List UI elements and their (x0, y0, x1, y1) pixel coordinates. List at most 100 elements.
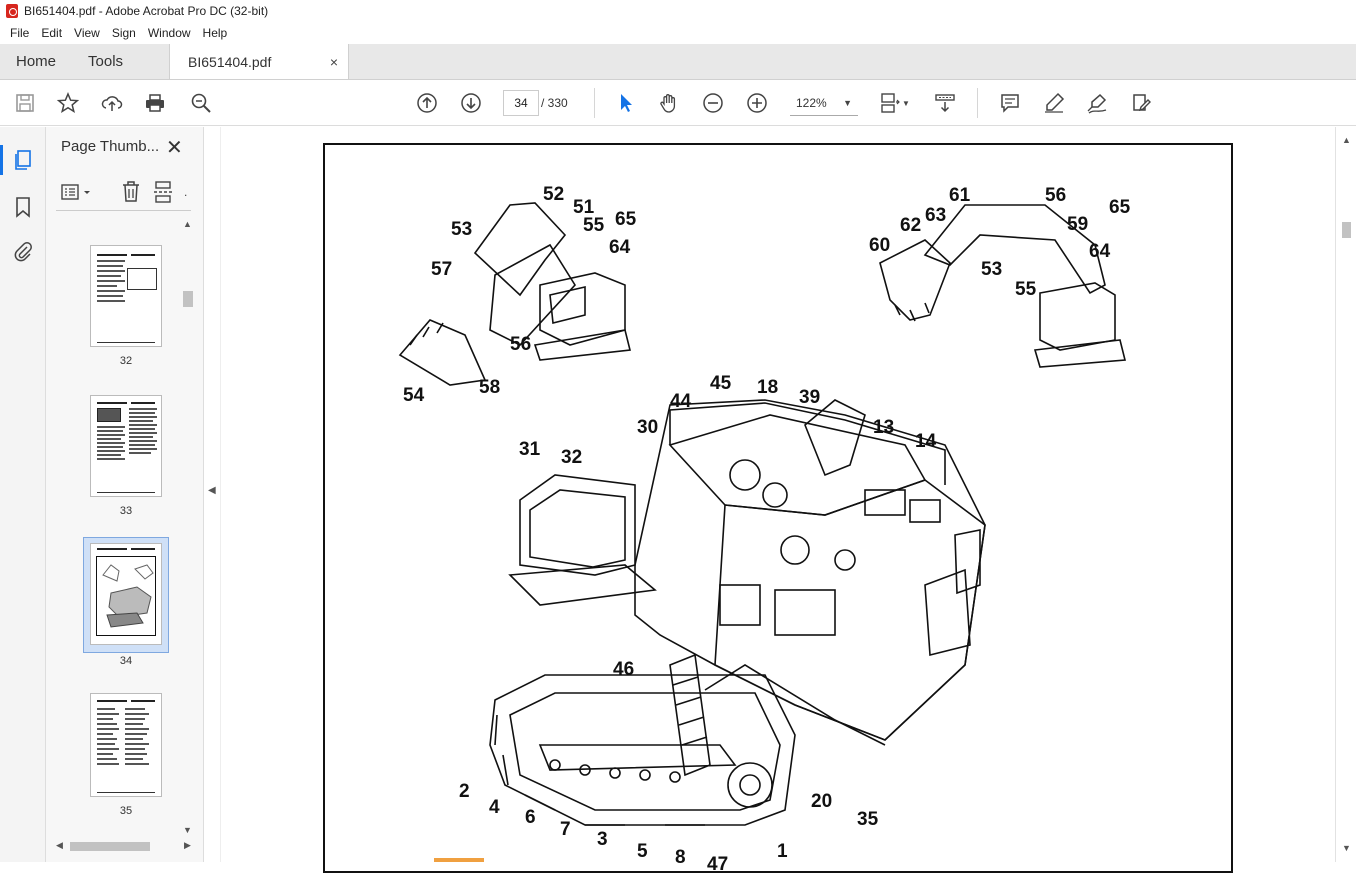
callout-label: 56 (1045, 185, 1066, 206)
scroll-left-icon[interactable]: ◀ (56, 840, 63, 850)
thumbnail-label: 33 (119, 505, 133, 517)
callout-label: 47 (707, 854, 728, 875)
menu-sign[interactable]: Sign (111, 26, 136, 40)
select-arrow-icon[interactable] (614, 91, 638, 115)
idler-wheel (727, 762, 773, 808)
callout-label: 64 (1089, 241, 1111, 262)
page-thumbnail-selected[interactable] (90, 543, 162, 645)
callout-label: 57 (431, 259, 452, 280)
page-down-icon[interactable] (459, 91, 483, 115)
callout-label: 55 (1015, 279, 1037, 300)
rotate-pages-icon[interactable] (152, 180, 174, 204)
menu-file[interactable]: File (10, 26, 30, 40)
page-number-input[interactable]: 34 (503, 90, 539, 116)
thumbnail-scroll-thumb[interactable] (183, 291, 193, 307)
front-shovel-bucket (398, 319, 487, 386)
page-thumbnail[interactable] (90, 245, 162, 347)
panel-close-icon[interactable]: ✕ (166, 137, 183, 159)
callout-label: 39 (799, 387, 820, 408)
callout-label: 8 (675, 847, 686, 868)
callout-label: 55 (583, 215, 605, 236)
thumbnail-label: 32 (119, 355, 133, 367)
zoom-search-icon[interactable] (189, 91, 213, 115)
more-tools-icon[interactable] (1129, 91, 1153, 115)
rear-counterweight (714, 479, 986, 741)
sign-icon[interactable] (1085, 91, 1109, 115)
page-thumbnails-panel: Page Thumb... ✕ . 32 (46, 127, 204, 862)
menu-view[interactable]: View (74, 26, 100, 40)
page-up-icon[interactable] (415, 91, 439, 115)
highlight-icon[interactable] (1042, 91, 1066, 115)
scroll-down-icon[interactable]: ▼ (1342, 843, 1351, 853)
star-icon[interactable] (56, 91, 80, 115)
page-thumbnail[interactable] (90, 693, 162, 797)
tab-document[interactable]: BI651404.pdf × (169, 44, 350, 79)
panel-title: Page Thumb... (61, 138, 160, 155)
window-title: BI651404.pdf - Adobe Acrobat Pro DC (32-… (24, 4, 269, 18)
scroll-up-icon[interactable]: ▲ (183, 219, 192, 229)
page-thumbnail[interactable] (90, 395, 162, 497)
handrail (669, 402, 946, 485)
callout-label: 60 (869, 235, 890, 256)
tab-close-icon[interactable]: × (329, 53, 339, 70)
zoom-out-icon[interactable] (701, 91, 725, 115)
hand-icon[interactable] (657, 91, 681, 115)
callout-label: 46 (613, 659, 634, 680)
menu-edit[interactable]: Edit (41, 26, 63, 40)
tab-tools[interactable]: Tools (88, 53, 124, 70)
more-options-icon[interactable]: . (184, 185, 188, 199)
scroll-right-icon[interactable]: ▶ (184, 840, 191, 850)
callout-label: 18 (757, 377, 778, 398)
loading-indicator (434, 858, 484, 862)
fit-options-chevron-icon[interactable]: ▼ (902, 98, 910, 108)
document-scroll-thumb[interactable] (1342, 222, 1351, 238)
tab-bar: Home Tools BI651404.pdf × (0, 44, 1356, 80)
callout-label: 45 (710, 373, 732, 394)
attachment-icon[interactable] (11, 240, 35, 264)
callout-label: 20 (811, 791, 832, 812)
upload-icon[interactable] (100, 91, 124, 115)
menu-help[interactable]: Help (202, 26, 228, 40)
fit-page-icon[interactable] (878, 91, 902, 115)
document-scrollbar[interactable]: ▲ ▼ (1335, 127, 1356, 862)
callout-label: 30 (637, 417, 658, 438)
trash-icon[interactable] (120, 180, 142, 204)
page-total-label: / 330 (541, 96, 568, 110)
rail-active-indicator (0, 145, 3, 175)
tab-home[interactable]: Home (16, 53, 57, 70)
panel-collapse-handle[interactable]: ◀ (204, 127, 221, 862)
hscroll-thumb[interactable] (70, 842, 150, 851)
callout-label: 13 (873, 417, 894, 438)
bookmark-icon[interactable] (11, 195, 35, 219)
backhoe-bucket (879, 239, 951, 321)
scroll-up-icon[interactable]: ▲ (1342, 135, 1351, 145)
comment-icon[interactable] (998, 91, 1022, 115)
collapse-arrow-icon[interactable]: ◀ (208, 485, 216, 496)
front-shovel-boom (473, 202, 567, 297)
callout-label: 7 (560, 819, 571, 840)
scroll-down-icon[interactable]: ▼ (183, 825, 192, 835)
pages-icon[interactable] (11, 148, 35, 172)
print-icon[interactable] (143, 91, 167, 115)
callout-label: 2 (459, 781, 470, 802)
zoom-in-icon[interactable] (745, 91, 769, 115)
callout-label: 56 (510, 334, 531, 355)
save-icon[interactable] (13, 91, 37, 115)
scroll-mode-icon[interactable] (933, 91, 957, 115)
callout-label: 31 (519, 439, 541, 460)
callout-label: 4 (489, 797, 500, 818)
callout-label: 3 (597, 829, 608, 850)
thumbnail-options-icon[interactable] (60, 181, 94, 203)
cab-platform (508, 564, 657, 606)
main-cab (519, 474, 636, 576)
thumbnail-scrollbar[interactable]: ▲ ▼ (181, 219, 195, 839)
zoom-level-dropdown[interactable]: 122% ▼ (790, 90, 858, 116)
callout-label: 35 (857, 809, 879, 830)
callout-label: 51 (573, 197, 595, 218)
thumbnail-label: 35 (119, 805, 133, 817)
menu-window[interactable]: Window (147, 26, 191, 40)
thumbnail-hscrollbar[interactable]: ◀ ▶ (56, 839, 196, 853)
callout-label: 62 (900, 215, 921, 236)
